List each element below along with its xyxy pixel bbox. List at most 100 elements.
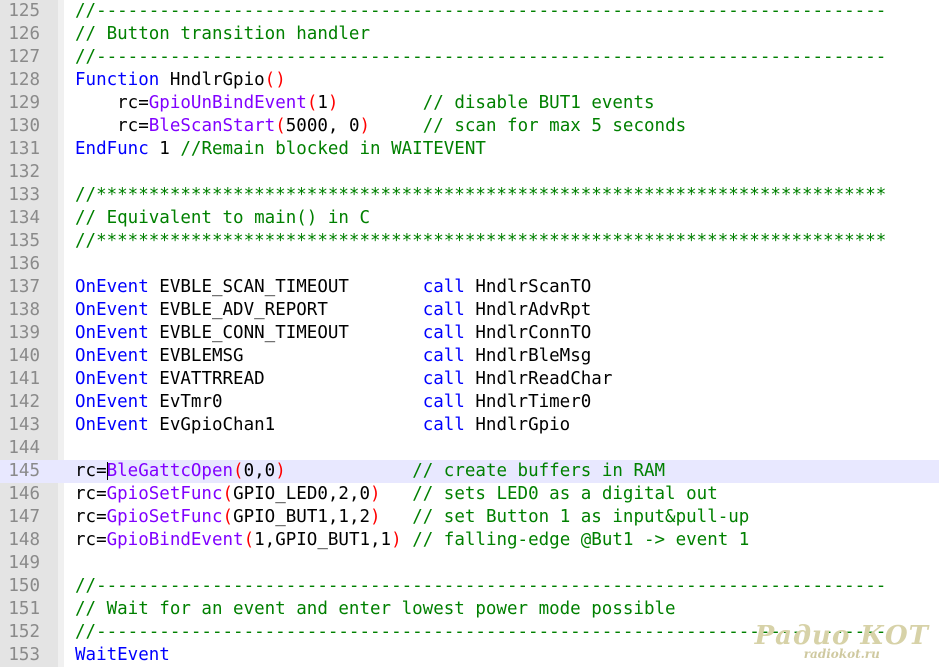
code-token bbox=[402, 530, 413, 550]
line-code[interactable]: WaitEvent bbox=[75, 644, 170, 667]
code-token: rc= bbox=[75, 116, 149, 136]
line-code[interactable]: rc=GpioSetFunc(GPIO_LED0,2,0) // sets LE… bbox=[75, 483, 718, 506]
line-code[interactable]: OnEvent EVBLE_SCAN_TIMEOUT call HndlrSca… bbox=[75, 276, 591, 299]
comment-token: //--------------------------------------… bbox=[75, 47, 887, 67]
code-line[interactable]: 137 OnEvent EVBLE_SCAN_TIMEOUT call Hndlr… bbox=[0, 276, 939, 299]
line-code[interactable]: rc=GpioSetFunc(GPIO_BUT1,1,2) // set But… bbox=[75, 506, 749, 529]
code-line[interactable]: 125//-----------------------------------… bbox=[0, 0, 939, 23]
line-number: 134 bbox=[8, 208, 40, 228]
paren-token: ( bbox=[306, 93, 318, 113]
code-token: rc= bbox=[75, 93, 149, 113]
code-line[interactable]: 146 rc=GpioSetFunc(GPIO_LED0,2,0) // sets… bbox=[0, 483, 939, 506]
line-code[interactable]: rc=GpioUnBindEvent(1) // disable BUT1 ev… bbox=[75, 92, 655, 115]
code-line[interactable]: 138 OnEvent EVBLE_ADV_REPORT call HndlrAd… bbox=[0, 299, 939, 322]
code-token: rc= bbox=[75, 530, 107, 550]
line-code[interactable]: EndFunc 1 //Remain blocked in WAITEVENT bbox=[75, 138, 486, 161]
line-code[interactable]: OnEvent EVATTRREAD call HndlrReadChar bbox=[75, 368, 612, 391]
function-token: GpioUnBindEvent bbox=[148, 93, 307, 113]
code-line[interactable]: 149 bbox=[0, 552, 939, 575]
line-code[interactable]: OnEvent EVBLEMSG call HndlrBleMsg bbox=[75, 345, 591, 368]
keyword-token: OnEvent bbox=[75, 277, 149, 297]
code-line[interactable]: 143 OnEvent EvGpioChan1 call HndlrGpio bbox=[0, 414, 939, 437]
line-number: 137 bbox=[8, 277, 40, 297]
keyword-token: OnEvent bbox=[75, 300, 149, 320]
comment-token: //--------------------------------------… bbox=[75, 576, 887, 596]
keyword-token: call bbox=[422, 300, 465, 320]
line-number: 143 bbox=[8, 415, 40, 435]
code-token: HndlrConnTO bbox=[464, 323, 592, 343]
line-code[interactable]: Function HndlrGpio() bbox=[75, 69, 286, 92]
line-number: 129 bbox=[8, 93, 40, 113]
line-code[interactable]: OnEvent EVBLE_ADV_REPORT call HndlrAdvRp… bbox=[75, 299, 591, 322]
code-line[interactable]: 127//-----------------------------------… bbox=[0, 46, 939, 69]
code-line[interactable]: 144 bbox=[0, 437, 939, 460]
code-line[interactable]: 126// Button transition handler bbox=[0, 23, 939, 46]
paren-token: () bbox=[264, 70, 286, 90]
line-code[interactable]: //--------------------------------------… bbox=[75, 621, 886, 644]
code-token: rc= bbox=[75, 507, 107, 527]
comment-token: // falling-edge @But1 -> event 1 bbox=[412, 530, 750, 550]
keyword-token: call bbox=[422, 369, 465, 389]
code-line[interactable]: 136 bbox=[0, 253, 939, 276]
code-line[interactable]: 152//-----------------------------------… bbox=[0, 621, 939, 644]
text-cursor bbox=[106, 462, 108, 480]
line-number: 149 bbox=[8, 553, 40, 573]
code-token: EvGpioChan1 bbox=[148, 415, 423, 435]
line-code[interactable]: // Equivalent to main() in C bbox=[75, 207, 370, 230]
code-line[interactable]: 130 rc=BleScanStart(5000, 0) // scan for… bbox=[0, 115, 939, 138]
line-code[interactable]: rc=GpioBindEvent(1,GPIO_BUT1,1) // falli… bbox=[75, 529, 749, 552]
code-line[interactable]: 150 //-----------------------------------… bbox=[0, 575, 939, 598]
code-token: HndlrBleMsg bbox=[464, 346, 592, 366]
line-code[interactable]: //--------------------------------------… bbox=[75, 46, 886, 69]
line-code[interactable]: //--------------------------------------… bbox=[75, 0, 886, 23]
line-code[interactable]: OnEvent EVBLE_CONN_TIMEOUT call HndlrCon… bbox=[75, 322, 591, 345]
line-code[interactable]: // Wait for an event and enter lowest po… bbox=[75, 598, 676, 621]
fold-margin bbox=[58, 0, 64, 667]
keyword-token: call bbox=[422, 415, 465, 435]
code-token: 1 bbox=[148, 139, 181, 159]
comment-token: // disable BUT1 events bbox=[422, 93, 655, 113]
code-line[interactable]: 129 rc=GpioUnBindEvent(1) // disable BUT… bbox=[0, 92, 939, 115]
code-token bbox=[381, 484, 413, 504]
code-token bbox=[286, 461, 412, 481]
keyword-token: WaitEvent bbox=[75, 645, 170, 665]
function-token: GpioSetFunc bbox=[106, 507, 223, 527]
code-line[interactable]: 132 bbox=[0, 161, 939, 184]
function-token: GpioBindEvent bbox=[106, 530, 244, 550]
line-code[interactable]: rc=BleScanStart(5000, 0) // scan for max… bbox=[75, 115, 686, 138]
line-code[interactable]: //**************************************… bbox=[75, 230, 886, 253]
line-code[interactable]: //**************************************… bbox=[75, 184, 886, 207]
code-line[interactable]: 134 // Equivalent to main() in C bbox=[0, 207, 939, 230]
code-token: HndlrAdvRpt bbox=[464, 300, 592, 320]
line-number: 138 bbox=[8, 300, 40, 320]
line-code[interactable]: //--------------------------------------… bbox=[75, 575, 886, 598]
code-line[interactable]: 133//***********************************… bbox=[0, 184, 939, 207]
line-number: 136 bbox=[8, 254, 40, 274]
line-code[interactable]: OnEvent EvTmr0 call HndlrTimer0 bbox=[75, 391, 591, 414]
line-number: 131 bbox=[8, 139, 40, 159]
code-line[interactable]: 135//***********************************… bbox=[0, 230, 939, 253]
code-line[interactable]: 151 // Wait for an event and enter lowest… bbox=[0, 598, 939, 621]
watermark-url: radiokot.ru bbox=[803, 647, 880, 661]
comment-token: //--------------------------------------… bbox=[75, 1, 887, 21]
argument-token: GPIO_LED0,2,0 bbox=[233, 484, 371, 504]
code-line[interactable]: 131 EndFunc 1 //Remain blocked in WAITEVE… bbox=[0, 138, 939, 161]
line-number: 151 bbox=[8, 599, 40, 619]
line-number: 150 bbox=[8, 576, 40, 596]
line-code[interactable]: rc=BleGattcOpen(0,0) // create buffers i… bbox=[75, 460, 665, 483]
line-code[interactable]: OnEvent EvGpioChan1 call HndlrGpio bbox=[75, 414, 570, 437]
line-code[interactable]: // Button transition handler bbox=[75, 23, 370, 46]
line-number: 130 bbox=[8, 116, 40, 136]
line-number: 146 bbox=[8, 484, 40, 504]
